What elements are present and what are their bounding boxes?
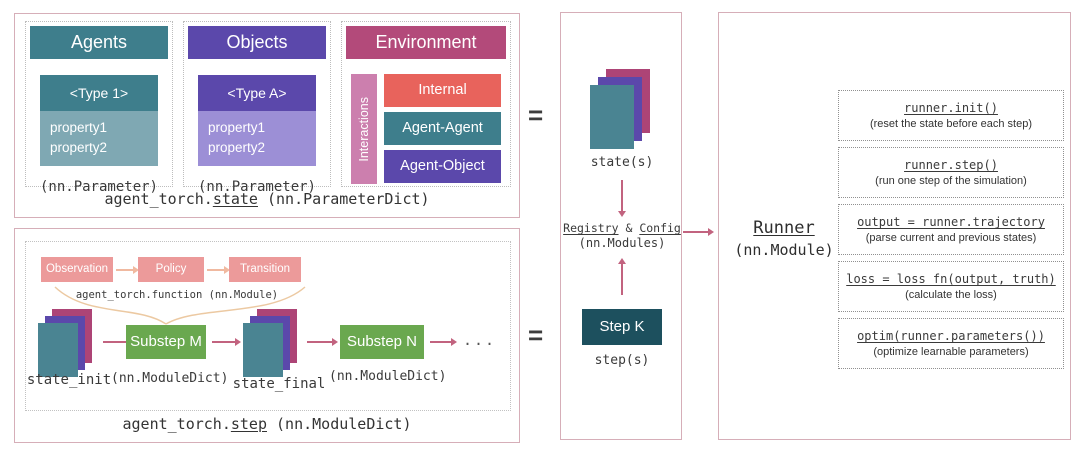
- equals-sign-step: =: [528, 320, 544, 350]
- runner-step-box: runner.step() (run one step of the simul…: [838, 147, 1064, 198]
- objects-column: Objects <Type A> property1 property2 (nn…: [183, 21, 331, 195]
- environment-header: Environment: [346, 26, 506, 59]
- arrow-up-icon: [618, 258, 625, 295]
- equals-sign-state: =: [528, 100, 544, 130]
- arrow-down-icon: [618, 180, 625, 217]
- agents-nn-parameter-caption: (nn.Parameter): [39, 179, 158, 196]
- ellipsis-label: ...: [463, 331, 497, 349]
- objects-property-2: property2: [208, 139, 266, 155]
- objects-type-box: <Type A> property1 property2: [198, 75, 316, 167]
- agents-type-header: <Type 1>: [40, 75, 158, 111]
- objects-type-header: <Type A>: [198, 75, 316, 111]
- agents-property-1: property1: [50, 120, 108, 135]
- runner-step-caption: (run one step of the simulation): [875, 175, 1027, 187]
- registry-config-label: Registry & Config: [561, 221, 683, 235]
- runner-optim-caption: (optimize learnable parameters): [873, 346, 1029, 358]
- environment-body: Interactions Internal Agent-Agent Agent-…: [346, 74, 506, 184]
- arrow-right-icon: [212, 338, 241, 345]
- pipeline-to-runner-arrow: [683, 228, 714, 235]
- transition-box: Transition: [229, 257, 301, 282]
- state-footer-suffix: (nn.ParameterDict): [257, 190, 430, 208]
- runner-optim-box: optim(runner.parameters()) (optimize lea…: [838, 318, 1064, 369]
- agents-column: Agents <Type 1> property1 property2 (nn.…: [25, 21, 173, 195]
- environment-column: Environment Interactions Internal Agent-…: [341, 21, 511, 187]
- runner-panel: Runner (nn.Module) runner.init() (reset …: [718, 12, 1071, 440]
- ampersand: &: [618, 221, 640, 235]
- interactions-bar: Interactions: [351, 74, 377, 184]
- state-footer-label: agent_torch.state (nn.ParameterDict): [15, 190, 519, 208]
- internal-row: Internal: [384, 74, 501, 107]
- objects-header: Objects: [188, 26, 326, 59]
- states-label: state(s): [590, 155, 654, 170]
- runner-trajectory-code: output = runner.trajectory: [857, 215, 1045, 229]
- arrow-right-icon: [103, 338, 132, 345]
- state-init-stack-icon: [38, 309, 92, 377]
- step-footer-underlined: step: [230, 415, 267, 433]
- arrow-right-icon: [430, 338, 457, 345]
- steps-label: step(s): [594, 353, 650, 368]
- agents-type-box: <Type 1> property1 property2: [40, 75, 158, 167]
- runner-step-code: runner.step(): [904, 158, 998, 172]
- substep-n-caption: (nn.ModuleDict): [329, 369, 447, 384]
- step-footer-label: agent_torch.step (nn.ModuleDict): [15, 415, 519, 433]
- objects-properties: property1 property2: [198, 111, 316, 167]
- agents-header: Agents: [30, 26, 168, 59]
- arrow-right-icon: [207, 266, 230, 273]
- arrow-right-icon: [116, 266, 139, 273]
- interactions-label: Interactions: [357, 96, 371, 162]
- step-panel: Observation Policy Transition agent_torc…: [14, 228, 520, 443]
- step-inner-box: [25, 241, 511, 411]
- runner-title: Runner: [753, 218, 815, 238]
- substep-m-caption: (nn.ModuleDict): [111, 371, 229, 386]
- runner-loss-caption: (calculate the loss): [905, 289, 997, 301]
- observation-box: Observation: [41, 257, 113, 282]
- state-panel: Agents <Type 1> property1 property2 (nn.…: [14, 13, 520, 218]
- function-caption: agent_torch.function (nn.Module): [75, 289, 279, 301]
- environment-rows: Internal Agent-Agent Agent-Object: [384, 74, 501, 184]
- brace-curve-icon: [54, 286, 306, 325]
- agent-object-row: Agent-Object: [384, 150, 501, 183]
- nn-modules-caption: (nn.Modules): [578, 236, 666, 250]
- agent-agent-row: Agent-Agent: [384, 112, 501, 145]
- runner-optim-code: optim(runner.parameters()): [857, 329, 1045, 343]
- substep-n-box: Substep N: [340, 325, 424, 359]
- runner-title-block: Runner (nn.Module): [729, 218, 839, 259]
- objects-property-1: property1: [208, 120, 266, 135]
- policy-box: Policy: [138, 257, 204, 282]
- runner-init-box: runner.init() (reset the state before ea…: [838, 90, 1064, 141]
- registry-link: Registry: [563, 221, 619, 235]
- state-init-label: state_init: [26, 372, 112, 388]
- state-footer-prefix: agent_torch.: [104, 190, 213, 208]
- runner-init-caption: (reset the state before each step): [869, 118, 1033, 130]
- step-footer-prefix: agent_torch.: [122, 415, 231, 433]
- arrow-right-icon: [307, 338, 338, 345]
- runner-trajectory-caption: (parse current and previous states): [865, 232, 1037, 244]
- runner-loss-code: loss = loss_fn(output, truth): [846, 272, 1056, 286]
- agents-property-2: property2: [50, 139, 108, 155]
- card: [590, 85, 634, 149]
- state-final-stack-icon: [243, 309, 297, 377]
- card: [38, 323, 78, 377]
- states-stack-icon: [590, 69, 650, 149]
- state-final-label: state_final: [232, 376, 326, 392]
- runner-loss-box: loss = loss_fn(output, truth) (calculate…: [838, 261, 1064, 312]
- state-footer-underlined: state: [212, 190, 258, 208]
- runner-trajectory-box: output = runner.trajectory (parse curren…: [838, 204, 1064, 255]
- pipeline-panel: state(s) Registry & Config (nn.Modules) …: [560, 12, 682, 440]
- card: [243, 323, 283, 377]
- runner-caption: (nn.Module): [734, 241, 834, 259]
- agents-properties: property1 property2: [40, 111, 158, 167]
- objects-nn-parameter-caption: (nn.Parameter): [197, 179, 316, 196]
- runner-init-code: runner.init(): [904, 101, 998, 115]
- step-footer-suffix: (nn.ModuleDict): [267, 415, 412, 433]
- substep-m-box: Substep M: [126, 325, 206, 359]
- step-k-box: Step K: [582, 309, 662, 345]
- config-link: Config: [639, 221, 681, 235]
